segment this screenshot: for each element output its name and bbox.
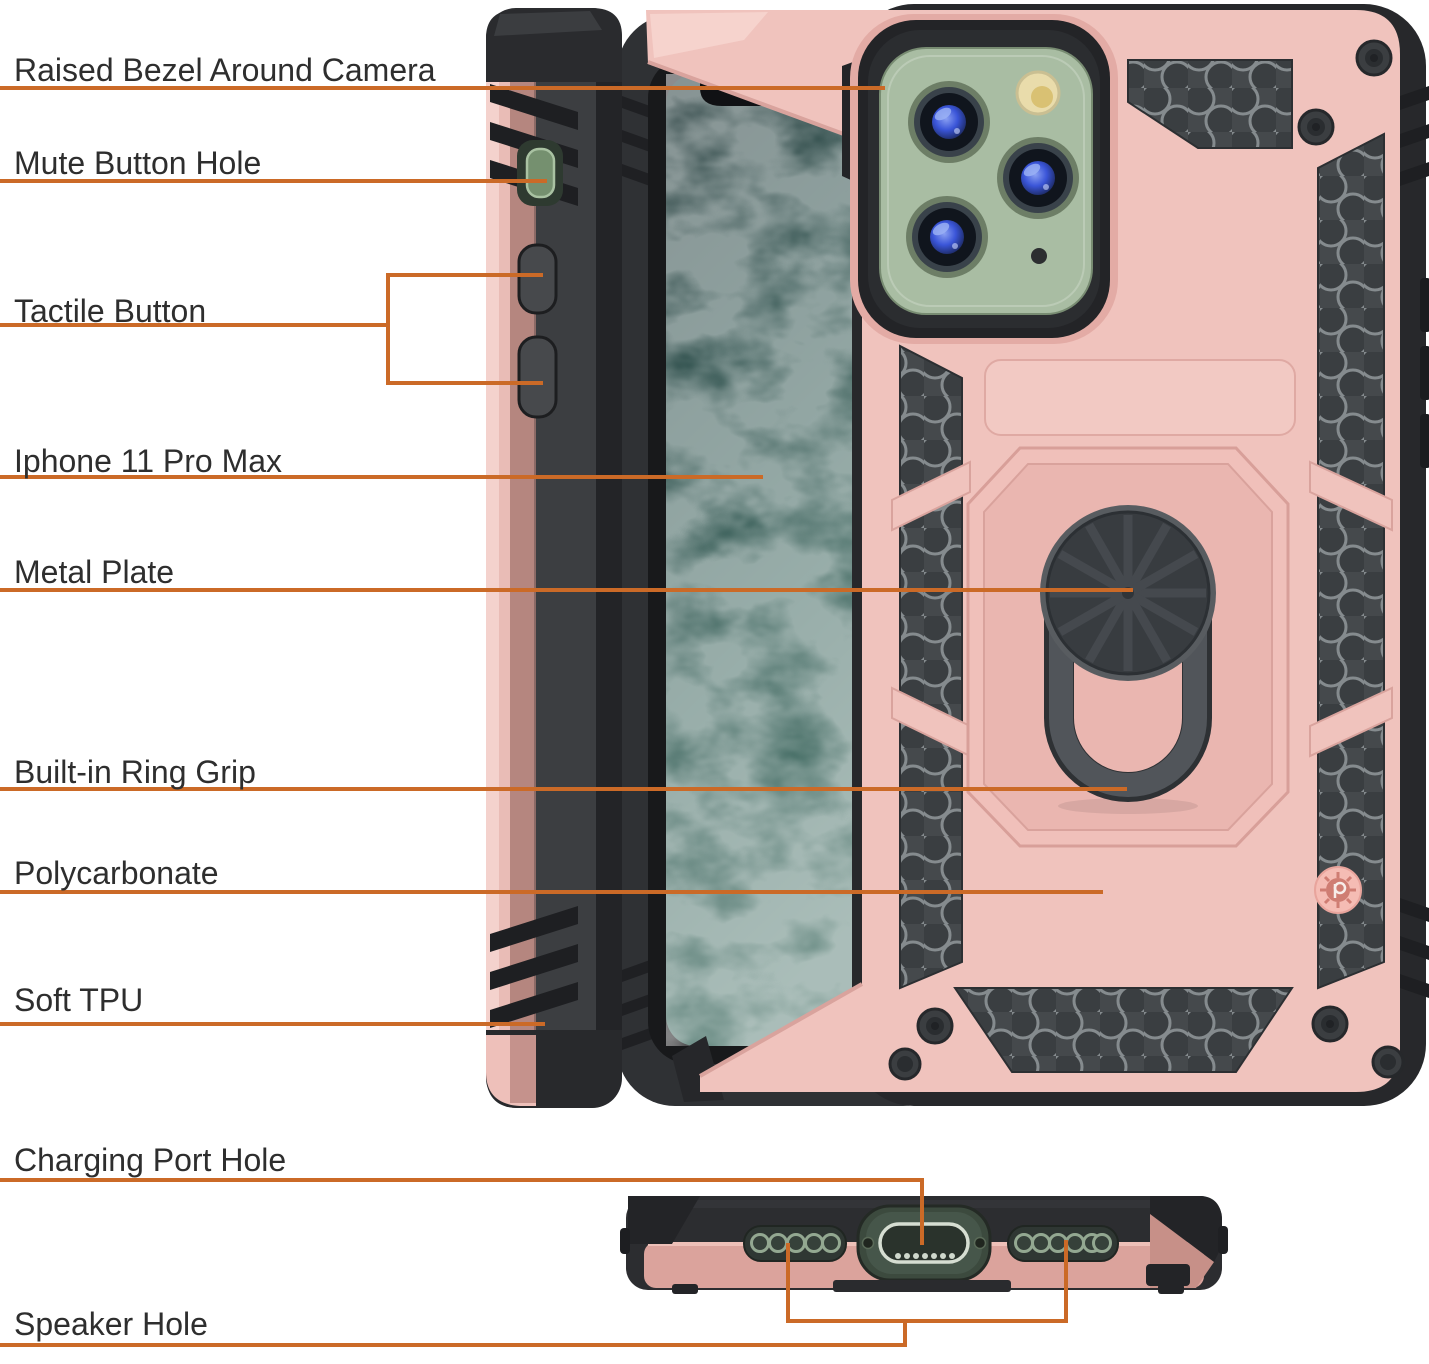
line-mute-button [0, 179, 547, 183]
line-soft-tpu [0, 1022, 545, 1026]
line-speaker-right [1064, 1240, 1068, 1323]
line-raised-bezel [0, 86, 885, 90]
line-charging-port [0, 1178, 924, 1182]
label-mute-button: Mute Button Hole [14, 145, 262, 181]
line-speaker-bracket [786, 1319, 1068, 1323]
speaker-grille-right [1007, 1225, 1119, 1262]
screw-accents [888, 39, 1405, 1081]
mesh-panel-top [1127, 59, 1293, 149]
line-polycarbonate [0, 890, 1103, 894]
line-iphone [0, 475, 763, 479]
camera-lenses [906, 81, 1079, 278]
label-speaker: Speaker Hole [14, 1306, 208, 1342]
line-speaker [0, 1343, 907, 1347]
volume-button-down [517, 335, 558, 419]
label-polycarbonate: Polycarbonate [14, 855, 219, 891]
metal-plate-disc [1040, 505, 1216, 681]
label-soft-tpu: Soft TPU [14, 982, 144, 1018]
line-tactile-bracket [386, 273, 390, 385]
label-metal-plate: Metal Plate [14, 554, 175, 590]
line-tactile-button [0, 323, 388, 327]
line-speaker-stub [903, 1321, 907, 1347]
case-corner [646, 10, 905, 200]
line-charging-port-drop [920, 1178, 924, 1245]
label-iphone: Iphone 11 Pro Max [14, 443, 283, 479]
label-charging-port: Charging Port Hole [14, 1142, 287, 1178]
label-raised-bezel: Raised Bezel Around Camera [14, 52, 436, 88]
line-metal-plate [0, 588, 1133, 592]
label-tactile-button: Tactile Button [14, 293, 207, 329]
bottom-view [620, 1196, 1228, 1294]
line-ring-grip [0, 787, 1127, 791]
volume-button-up [517, 243, 558, 315]
camera-mic-dot [1031, 248, 1047, 264]
punkcase-logo [1314, 866, 1362, 914]
side-view [486, 8, 622, 1108]
label-ring-grip: Built-in Ring Grip [14, 754, 256, 790]
line-tactile-arm-bottom [386, 381, 543, 385]
line-speaker-left [786, 1243, 790, 1323]
back-view [646, 4, 1429, 1106]
mesh-panel-right [1317, 132, 1385, 990]
mesh-panel-bottom [953, 987, 1294, 1073]
mute-switch [525, 147, 556, 199]
charging-port [856, 1204, 992, 1282]
speaker-grille-left [743, 1225, 847, 1262]
line-tactile-arm-top [386, 273, 543, 277]
